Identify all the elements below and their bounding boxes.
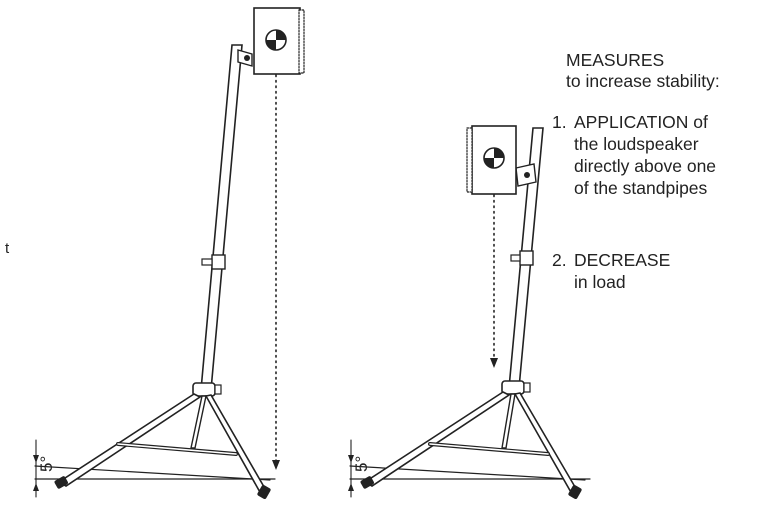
left-clamp-knob xyxy=(201,258,213,266)
right-speaker-grille xyxy=(466,127,473,193)
tilt-angle-label-left: 5° xyxy=(37,456,56,472)
right-clamp-knob xyxy=(510,254,521,262)
measures-subheading: to increase stability: xyxy=(566,71,720,91)
left-plumb-arrow xyxy=(272,460,280,470)
left-foot-front xyxy=(54,476,68,489)
measure-2-line-2: in load xyxy=(574,272,626,292)
right-tripod xyxy=(348,125,591,499)
left-leg-hub xyxy=(192,382,216,397)
measure-1-line-3: directly above one xyxy=(574,156,717,176)
right-pole-clamp xyxy=(519,250,534,266)
right-foot-back xyxy=(568,485,582,499)
right-front-leg xyxy=(363,391,511,487)
measure-1-line-4: of the standpipes xyxy=(574,178,708,198)
measure-1-number: 1. xyxy=(552,112,567,132)
cropped-text-fragment: t xyxy=(5,240,10,257)
right-angle-arrow-bottom xyxy=(348,483,354,491)
tilt-angle-label-right: 5° xyxy=(352,456,371,472)
measure-1-line-1: APPLICATION of xyxy=(574,112,708,132)
left-tripod xyxy=(33,7,305,499)
measure-2-line-1: DECREASE xyxy=(574,250,671,270)
left-angle-arrow-bottom xyxy=(33,483,39,491)
left-front-leg xyxy=(57,393,202,487)
left-speaker-grille xyxy=(298,9,305,74)
right-plumb-arrow xyxy=(490,358,498,368)
left-pole-clamp xyxy=(211,254,226,270)
measure-1-line-2: the loudspeaker xyxy=(574,134,699,154)
left-mount-screw xyxy=(244,55,250,61)
left-main-pole xyxy=(200,44,243,391)
right-angle-arrow-top xyxy=(348,455,354,463)
left-tilted-ground-line xyxy=(34,465,271,481)
right-leg-hub xyxy=(501,380,525,395)
left-foot-back xyxy=(257,485,271,499)
measure-2-number: 2. xyxy=(552,250,567,270)
left-angle-arrow-top xyxy=(33,455,39,463)
right-foot-front xyxy=(360,476,374,489)
right-hub-knob xyxy=(523,382,531,393)
left-middle-leg xyxy=(190,395,207,449)
right-middle-leg xyxy=(501,393,516,449)
right-mount-screw xyxy=(524,172,530,178)
measures-heading: MEASURES xyxy=(566,50,665,70)
left-hub-knob xyxy=(214,384,222,395)
